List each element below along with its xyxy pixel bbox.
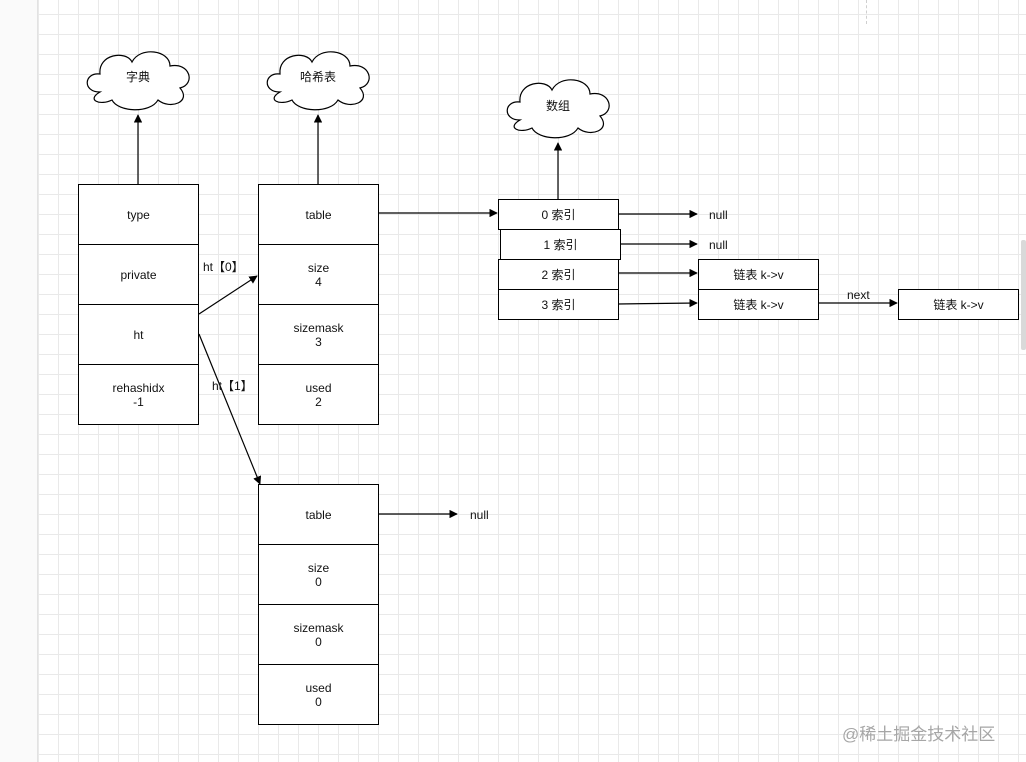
scrollbar[interactable] <box>1021 240 1026 350</box>
ht1-sizemask-cell: sizemask 0 <box>258 604 379 665</box>
dict-private-cell: private <box>78 244 199 305</box>
cloud-dict-label: 字典 <box>125 70 150 84</box>
sidebar-strip <box>0 0 38 762</box>
label-next: next <box>847 288 870 302</box>
arrow-ht-to-ht1 <box>198 333 262 485</box>
dict-rehashidx-cell: rehashidx -1 <box>78 364 199 425</box>
array-index-0: 0 索引 <box>498 199 619 230</box>
array-index-1: 1 索引 <box>500 229 621 260</box>
cloud-array-label: 数组 <box>545 99 570 113</box>
ht1-size-cell: size 0 <box>258 544 379 605</box>
ht0-table-cell: table <box>258 184 379 245</box>
cloud-hashtable-label: 哈希表 <box>299 70 336 84</box>
dict-ht-cell: ht <box>78 304 199 365</box>
label-null-ht1: null <box>470 508 489 522</box>
label-ht1: ht【1】 <box>212 379 253 393</box>
dict-type-cell: type <box>78 184 199 245</box>
cloud-dict <box>86 51 190 111</box>
arrow-ht-to-ht0 <box>198 275 258 315</box>
label-null-index0: null <box>709 208 728 222</box>
guide-line <box>866 0 867 24</box>
cloud-hashtable <box>266 51 370 111</box>
cloud-array <box>506 79 610 139</box>
list-node-1: 链表 k->v <box>698 259 819 290</box>
ht0-size-cell: size 4 <box>258 244 379 305</box>
ht0-sizemask-cell: sizemask 3 <box>258 304 379 365</box>
arrow-index3-node <box>617 298 698 308</box>
label-null-index1: null <box>709 238 728 252</box>
list-node-2: 链表 k->v <box>698 289 819 320</box>
watermark: @稀土掘金技术社区 <box>842 725 996 744</box>
list-node-3: 链表 k->v <box>898 289 1019 320</box>
ht0-used-cell: used 2 <box>258 364 379 425</box>
label-ht0: ht【0】 <box>203 260 244 274</box>
array-index-3: 3 索引 <box>498 289 619 320</box>
ht1-table-cell: table <box>258 484 379 545</box>
ht1-used-cell: used 0 <box>258 664 379 725</box>
array-index-2: 2 索引 <box>498 259 619 290</box>
